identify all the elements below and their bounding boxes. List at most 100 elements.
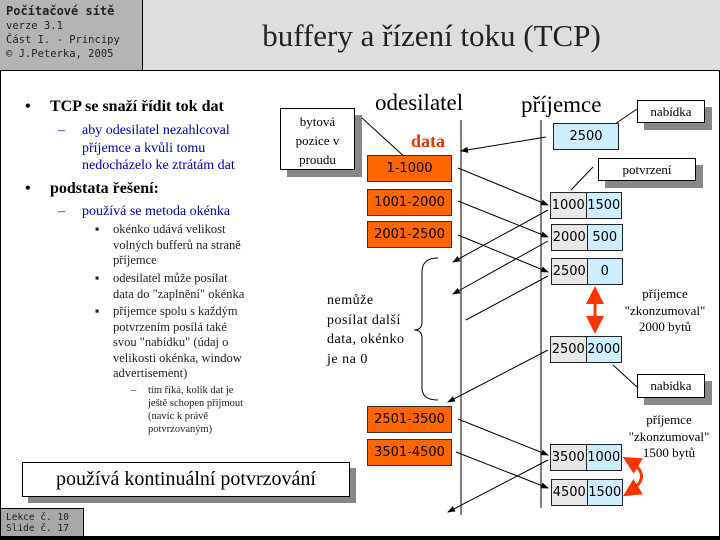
line: 1500 bytů <box>642 445 696 460</box>
line: příjemce <box>646 412 692 427</box>
ack-number: 2500 <box>552 259 588 284</box>
ack-number: 1000 <box>551 193 587 218</box>
summary-box: používá kontinuální potvrzování <box>22 462 350 497</box>
line: potvrzením posílá také <box>113 319 227 334</box>
callout-line <box>614 108 638 125</box>
ack-number: 2500 <box>551 337 587 362</box>
brace <box>413 257 439 401</box>
line: data, okénko <box>327 332 405 347</box>
bullet-icon: • <box>25 180 31 197</box>
dash-icon: – <box>58 204 65 219</box>
segment-arrow <box>457 167 549 206</box>
line: potvrzovaným) <box>148 424 213 435</box>
line: svou "nabídku" (údaj o <box>113 335 229 349</box>
window: 1500 <box>587 480 622 505</box>
segment-arrow <box>457 418 549 456</box>
window: 500 <box>587 225 622 250</box>
segment: 3501-4500 <box>367 439 452 466</box>
line: volných bufferů na straně <box>113 237 241 252</box>
segment-arrow <box>457 200 549 238</box>
line: data do "zaplnění" okénka <box>113 286 245 301</box>
square-bullet-icon: ▪ <box>95 271 100 285</box>
version: verze 3.1 <box>6 20 63 32</box>
segment: 2001-2500 <box>367 221 452 248</box>
course-info: Počítačové sítě verze 3.1 Část I. - Prin… <box>0 0 143 71</box>
ack-number: 3500 <box>551 445 587 470</box>
line: proudu <box>299 152 336 167</box>
copyright: © J.Peterka, 2005 <box>6 48 114 60</box>
segment-arrow <box>457 234 549 273</box>
bullet-1-sub: aby odesilatel nezahlcoval příjemce a kv… <box>82 122 235 175</box>
dash-icon: – <box>131 385 137 396</box>
bullet-2: podstata řešení: <box>50 180 159 197</box>
window: 0 <box>587 259 622 284</box>
line: "zkonzumoval" <box>624 302 706 318</box>
line: je na 0 <box>327 351 368 367</box>
line: tím říká, kolik dat je <box>148 385 234 396</box>
line: nemůže <box>327 293 374 308</box>
window: 1500 <box>586 193 621 218</box>
callout-line <box>570 166 594 191</box>
segment: 2501-3500 <box>367 406 452 433</box>
window: 2000 <box>586 337 621 362</box>
dash-icon: – <box>58 123 65 138</box>
ack-arrow <box>452 240 549 295</box>
offer-arrow <box>460 136 547 153</box>
square-bullet-icon: ▪ <box>95 304 100 318</box>
callout-line <box>361 117 409 161</box>
line: bytová <box>299 114 336 129</box>
segment-arrow <box>455 451 549 489</box>
sender-label: odesilatel <box>375 90 464 115</box>
course-title: Počítačové sítě <box>6 4 115 18</box>
slide-footer: Lekce č. 10 Slide č. 17 <box>0 508 84 538</box>
ack-arrow <box>452 209 549 263</box>
data-label: data <box>411 131 446 151</box>
consumed-note-2: příjemce"zkonzumoval"1500 bytů <box>614 412 720 462</box>
segment: 1-1000 <box>367 155 452 182</box>
blocked-note: nemůže posílat další data, okénko je na 0 <box>327 291 405 369</box>
bullet-2-sub: používá se metoda okénka <box>82 204 231 219</box>
bottom-border <box>0 536 720 540</box>
line: "zkonzumoval" <box>628 428 710 444</box>
line: příjemce <box>642 286 688 301</box>
line: velikosti okénka, window <box>113 350 242 365</box>
callout-offer: nabídka <box>637 100 705 123</box>
ack-number: 2000 <box>552 225 588 250</box>
part: Část I. - Principy <box>6 34 120 46</box>
line: příjemce <box>113 253 157 267</box>
line: okénko udává velikost <box>113 222 226 236</box>
red-curved-arrow <box>622 456 643 497</box>
consumed-note-1: příjemce"zkonzumoval"2000 bytů <box>610 286 720 336</box>
line: odesilatel může posílat <box>113 271 228 285</box>
bullet-1: TCP se snaží řídit tok dat <box>50 98 224 115</box>
bullet-icon: • <box>25 98 31 115</box>
line: posílat další <box>327 312 401 328</box>
lecture-number: Lekce č. 10 <box>6 512 69 523</box>
callout-line <box>612 364 638 388</box>
receiver-label: příjemce <box>521 92 602 117</box>
line: příjemce spolu s každým <box>113 304 238 318</box>
line: advertisement) <box>113 366 188 380</box>
callout-ack: potvrzení <box>598 158 696 181</box>
segment: 1001-2000 <box>367 189 452 216</box>
callout-offer-2: nabídka <box>637 374 705 398</box>
line: nedocházelo ke ztrátám dat <box>82 158 235 173</box>
title-bar <box>143 0 720 71</box>
line: příjemce a kvůli tomu <box>82 140 206 156</box>
slide-number: Slide č. 17 <box>6 523 69 534</box>
line: aby odesilatel nezahlcoval <box>82 123 230 138</box>
window: 1000 <box>586 445 621 470</box>
initial-offer: 2500 <box>553 123 619 150</box>
